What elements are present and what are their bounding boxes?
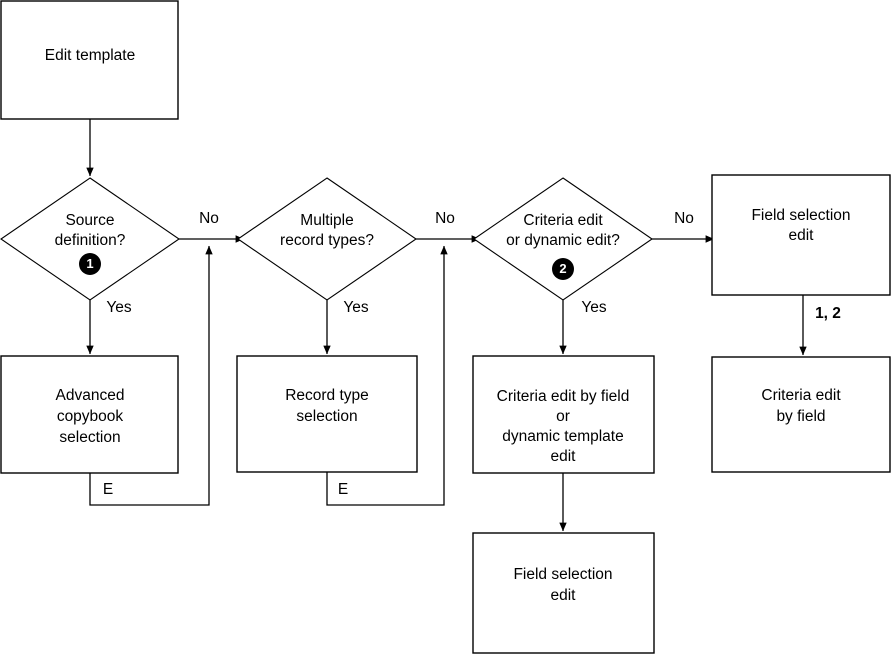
record-type-selection-box[interactable] — [236, 355, 418, 473]
criteria-edit-by-field-box[interactable] — [711, 356, 891, 473]
badge-circle-2 — [552, 258, 574, 280]
edge-record-types-no: No — [416, 210, 481, 243]
edge-label-yes-3: Yes — [581, 299, 607, 316]
edge-label-yes-2: Yes — [343, 299, 369, 316]
multiple-record-types-label-line-1: Multiple — [300, 212, 353, 229]
field-selection-edit-bottom-label-line-1: Field selection — [513, 566, 612, 583]
criteria-edit-by-field-or-dynamic-label-line-4: edit — [551, 448, 577, 465]
edit-template-box[interactable] — [0, 0, 179, 120]
edge-record-type-return-e: E — [326, 245, 448, 506]
criteria-edit-by-field-label-line-1: Criteria edit — [761, 387, 841, 404]
field-selection-edit-top-label-line-2: edit — [789, 227, 815, 244]
source-definition-label-line-2: definition? — [55, 232, 126, 249]
field-selection-edit-bottom-label-line-2: edit — [551, 587, 577, 604]
node-multiple-record-types[interactable]: Multiple record types? — [237, 177, 417, 301]
source-definition-diamond[interactable] — [0, 177, 180, 301]
field-selection-edit-bottom-box[interactable] — [472, 532, 655, 654]
node-field-selection-edit-bottom[interactable]: Field selection edit — [472, 532, 655, 654]
multiple-record-types-diamond[interactable] — [237, 177, 417, 301]
edge-source-no: No — [179, 210, 245, 243]
edge-copybook-return-e: E — [89, 245, 213, 506]
advanced-copybook-selection-label-line-2: copybook — [57, 408, 124, 425]
edge-label-one-two: 1, 2 — [815, 305, 841, 322]
node-criteria-or-dynamic-edit[interactable]: Criteria edit or dynamic edit? 2 — [473, 177, 653, 301]
node-edit-template[interactable]: Edit template — [0, 0, 179, 120]
edit-template-label-line-1: Edit template — [45, 47, 135, 64]
criteria-edit-by-field-or-dynamic-label-line-3: dynamic template — [502, 428, 623, 445]
edge-field-selection-to-criteria: 1, 2 — [799, 295, 841, 356]
criteria-edit-by-field-label-line-2: by field — [776, 408, 825, 425]
node-advanced-copybook-selection[interactable]: Advanced copybook selection — [0, 355, 179, 474]
criteria-edit-by-field-or-dynamic-label-line-2: or — [556, 408, 570, 425]
badge-circle-1 — [79, 253, 101, 275]
edge-record-types-yes: Yes — [323, 297, 369, 355]
node-criteria-edit-by-field-or-dynamic[interactable]: Criteria edit by field or dynamic templa… — [472, 355, 655, 474]
edge-label-e-2: E — [338, 481, 348, 498]
field-selection-edit-top-box[interactable] — [711, 174, 891, 296]
badge-label-1: 1 — [86, 256, 93, 271]
node-field-selection-edit-top[interactable]: Field selection edit — [711, 174, 891, 296]
record-type-selection-label-line-1: Record type — [285, 387, 369, 404]
edge-label-no-2: No — [435, 210, 455, 227]
record-type-selection-label-line-2: selection — [296, 408, 357, 425]
criteria-or-dynamic-edit-label-line-1: Criteria edit — [523, 212, 603, 229]
edge-source-yes: Yes — [86, 297, 132, 355]
node-criteria-edit-by-field[interactable]: Criteria edit by field — [711, 356, 891, 473]
criteria-edit-by-field-or-dynamic-box[interactable] — [472, 355, 655, 474]
criteria-or-dynamic-edit-label-line-2: or dynamic edit? — [506, 232, 620, 249]
node-record-type-selection[interactable]: Record type selection — [236, 355, 418, 473]
badge-label-2: 2 — [559, 261, 566, 276]
advanced-copybook-selection-box[interactable] — [0, 355, 179, 474]
edge-criteria-yes: Yes — [559, 297, 607, 355]
edge-label-e-1: E — [103, 481, 113, 498]
multiple-record-types-label-line-2: record types? — [280, 232, 374, 249]
source-definition-label-line-1: Source — [65, 212, 114, 229]
edge-label-no-3: No — [674, 210, 694, 227]
node-source-definition[interactable]: Source definition? 1 — [0, 177, 180, 301]
edge-label-yes-1: Yes — [106, 299, 132, 316]
advanced-copybook-selection-label-line-1: Advanced — [56, 387, 125, 404]
criteria-edit-by-field-or-dynamic-label-line-1: Criteria edit by field — [497, 388, 630, 405]
edge-criteria-no: No — [652, 210, 715, 243]
criteria-or-dynamic-edit-diamond[interactable] — [473, 177, 653, 301]
advanced-copybook-selection-label-line-3: selection — [59, 429, 120, 446]
field-selection-edit-top-label-line-1: Field selection — [751, 207, 850, 224]
edge-label-no-1: No — [199, 210, 219, 227]
